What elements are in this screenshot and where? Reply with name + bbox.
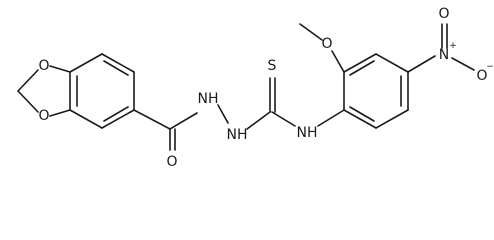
thione-sulfur: S [268,58,277,74]
atom-labels: O O O NH NH S NH O N + O O − [38,6,493,170]
structure-canvas: O O O NH NH S NH O N + O O − [17,6,494,170]
nitro-oxygen-single: O [476,68,487,84]
nitro-nitrogen: N [439,47,449,63]
nitro-group [407,23,475,73]
thiourea-group [269,77,296,127]
hydrazide-nh-2: NH [227,127,248,143]
ring-oxygen-lower: O [38,108,49,124]
methoxy-group [299,23,345,73]
hydrazide-nh-1: NH [198,91,219,107]
nitro-nitrogen-charge: + [449,41,457,51]
methoxy-oxygen: O [321,36,332,52]
nitro-oxygen-charge: − [486,62,494,72]
dioxole-ring [17,65,71,117]
ring-oxygen-upper: O [38,58,49,74]
nitro-oxygen-double: O [438,6,449,22]
nitrophenyl-ring [317,53,409,129]
carbonyl-oxygen: O [166,154,177,170]
carbonyl-group [133,104,271,151]
benzodioxole-ring [69,53,135,129]
molecule-diagram: O O O NH NH S NH O N + O O − [17,6,494,170]
aniline-nh: NH [297,125,318,141]
